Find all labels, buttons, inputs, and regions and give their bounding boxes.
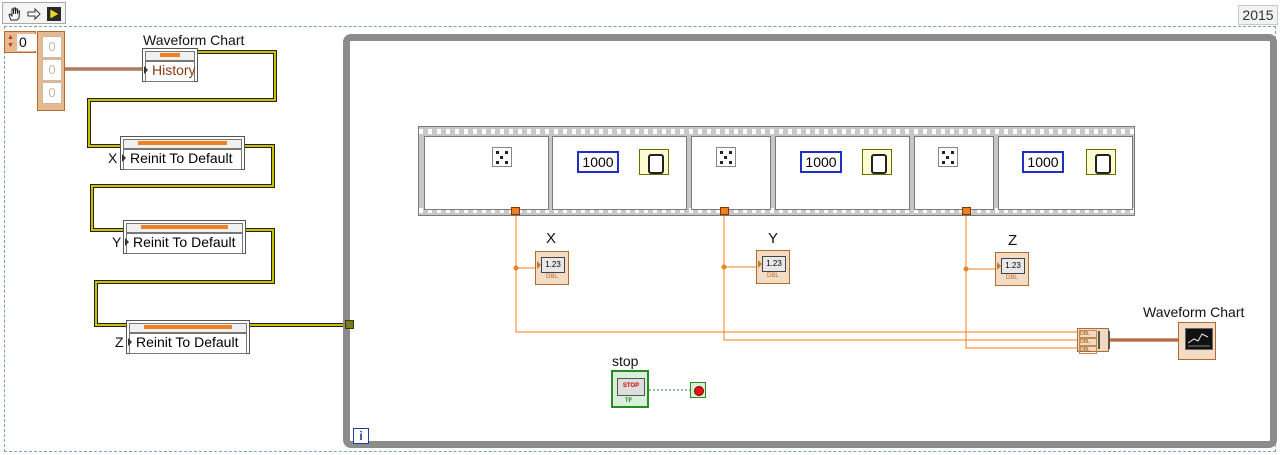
array-constant[interactable]: 0 0 0 <box>37 31 65 111</box>
property-node-header <box>123 139 242 149</box>
property-name[interactable]: Reinit To Default <box>126 233 243 254</box>
indicator-label-y: Y <box>768 230 779 247</box>
random-number-icon[interactable] <box>492 147 512 167</box>
stop-button-terminal[interactable]: STOP TF <box>611 370 649 408</box>
sequence-tunnel[interactable] <box>962 207 971 215</box>
x-reinit-property-node[interactable]: Reinit To Default <box>120 136 245 170</box>
run-arrow-icon[interactable] <box>45 5 63 23</box>
random-number-icon[interactable] <box>938 147 958 167</box>
bundle-input-type: DBL <box>1079 338 1097 346</box>
property-node-header <box>126 223 243 233</box>
array-element[interactable]: 0 <box>42 59 62 81</box>
bundle-node[interactable]: DBL DBL DBL <box>1077 328 1110 354</box>
input-arrow-icon <box>125 238 129 246</box>
property-name[interactable]: History <box>145 61 196 82</box>
x-numeric-indicator[interactable]: 1.23 DBL <box>535 251 569 285</box>
indicator-display: 1.23 <box>1001 258 1025 274</box>
array-element[interactable]: 0 <box>42 82 62 104</box>
data-type-label: DBL <box>767 273 779 279</box>
hand-tool-icon[interactable] <box>5 5 23 23</box>
sequence-tunnel[interactable] <box>511 207 520 215</box>
array-element[interactable]: 0 <box>42 36 62 58</box>
stop-button-icon: STOP <box>617 378 645 396</box>
property-node-header <box>145 51 195 61</box>
property-node-label: Z <box>115 334 124 350</box>
iteration-terminal[interactable]: i <box>353 428 369 444</box>
wait-ms-constant[interactable]: 1000 <box>800 151 842 173</box>
z-numeric-indicator[interactable]: 1.23 DBL <box>995 252 1029 286</box>
while-loop[interactable] <box>343 34 1277 448</box>
history-property-node[interactable]: History <box>142 48 198 82</box>
data-type-label: DBL <box>1006 275 1018 281</box>
toolbar-button-group <box>2 2 66 24</box>
property-name[interactable]: Reinit To Default <box>129 333 247 354</box>
input-arrow-icon <box>537 261 541 269</box>
bundle-input-type: DBL <box>1079 330 1097 338</box>
input-arrow-icon <box>128 338 132 346</box>
bundle-input-type: DBL <box>1079 346 1097 354</box>
chart-indicator-label: Waveform Chart <box>1143 304 1245 320</box>
wait-ms-clock-icon[interactable] <box>639 149 669 175</box>
indicator-display: 1.23 <box>762 256 786 272</box>
indicator-display: 1.23 <box>541 257 565 273</box>
wait-ms-clock-icon[interactable] <box>1086 149 1116 175</box>
data-type-label: DBL <box>546 274 558 280</box>
index-spinner-icon[interactable]: ▲▼ <box>7 34 14 49</box>
input-arrow-icon <box>997 262 1001 270</box>
z-reinit-property-node[interactable]: Reinit To Default <box>126 320 250 354</box>
loop-condition-terminal[interactable] <box>690 382 706 398</box>
array-index-value[interactable]: 0 <box>17 34 36 51</box>
wire-arrow-icon[interactable] <box>25 5 43 23</box>
boolean-type-label: TF <box>625 398 633 404</box>
bundle-bracket-icon <box>1098 331 1110 349</box>
sequence-frame-random-x[interactable] <box>424 136 549 210</box>
sequence-tunnel[interactable] <box>720 207 729 215</box>
stop-control-label: stop <box>612 353 639 369</box>
loop-tunnel[interactable] <box>345 320 354 329</box>
wait-ms-constant[interactable]: 1000 <box>577 151 619 173</box>
input-arrow-icon <box>144 66 148 74</box>
version-label: 2015 <box>1238 5 1278 25</box>
y-reinit-property-node[interactable]: Reinit To Default <box>123 220 246 254</box>
array-index-display[interactable]: ▲▼ 0 <box>4 31 36 53</box>
property-node-header <box>129 323 247 333</box>
y-numeric-indicator[interactable]: 1.23 DBL <box>756 250 790 284</box>
toolbar: 2015 <box>0 0 1280 28</box>
flat-sequence-structure[interactable] <box>418 126 1135 216</box>
film-holes-bottom <box>419 208 1134 213</box>
random-number-icon[interactable] <box>716 147 736 167</box>
indicator-label-z: Z <box>1008 232 1018 249</box>
property-node-label: X <box>108 150 118 166</box>
property-node-label: Waveform Chart <box>143 32 245 48</box>
waveform-chart-terminal[interactable] <box>1178 322 1216 360</box>
input-arrow-icon <box>758 260 762 268</box>
property-name[interactable]: Reinit To Default <box>123 149 242 170</box>
film-holes-top <box>419 129 1134 134</box>
chart-thumbnail-icon <box>1185 328 1213 350</box>
wait-ms-constant[interactable]: 1000 <box>1022 151 1064 173</box>
property-node-label: Y <box>112 234 122 250</box>
input-arrow-icon <box>122 154 126 162</box>
indicator-label-x: X <box>546 230 557 247</box>
wait-ms-clock-icon[interactable] <box>862 149 892 175</box>
